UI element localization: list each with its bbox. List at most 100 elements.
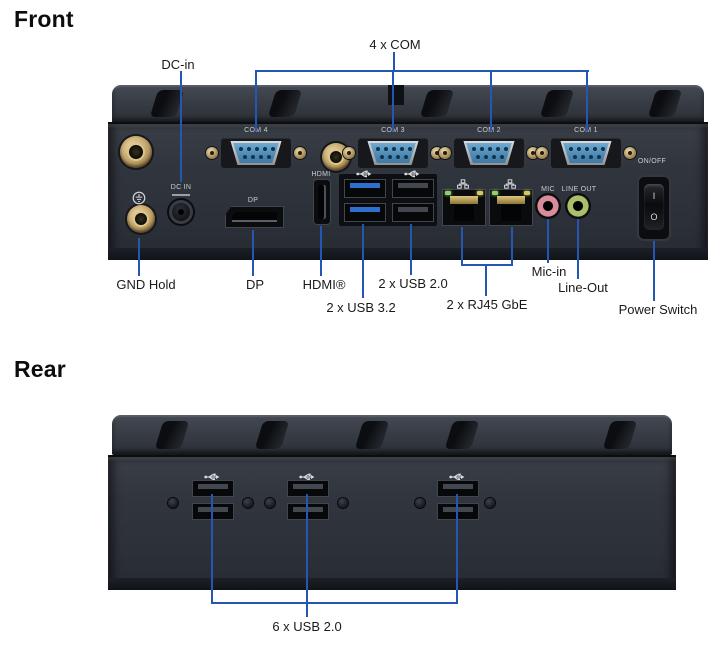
rear-chassis — [108, 415, 676, 590]
heatsink-slot — [254, 421, 290, 449]
com2-label: COM 2 — [477, 127, 501, 134]
callout-line-hdmi — [320, 226, 322, 276]
usb-tongue — [443, 484, 473, 489]
dc-in-jack — [169, 200, 193, 224]
hdmi-port — [313, 179, 331, 225]
usb-icon — [404, 165, 420, 183]
usb20-port-1 — [392, 179, 434, 198]
callout-line-power — [653, 241, 655, 301]
callout-label-gnd-hold: GND Hold — [116, 277, 176, 292]
callout-line-rear-usb-left — [211, 494, 213, 604]
com-screw — [294, 147, 306, 159]
callout-label-line-out: Line-Out — [558, 280, 608, 295]
rj45-pins — [497, 196, 525, 204]
usb32-port-1 — [344, 179, 386, 198]
panel-screw — [338, 498, 348, 508]
power-switch: I O — [637, 175, 671, 241]
rj45-cavity — [454, 205, 474, 221]
callout-line-rear-usb-right — [456, 494, 458, 604]
callout-label-dc-in: DC-in — [161, 57, 195, 72]
rj45-led — [445, 191, 451, 195]
onoff-label: ON/OFF — [637, 158, 667, 165]
dp-port-label: DP — [247, 197, 259, 204]
panel-screw — [265, 498, 275, 508]
com-screw — [624, 147, 636, 159]
callout-line-lineout — [577, 219, 579, 279]
heatsink-slot — [602, 421, 638, 449]
rj45-port-2 — [489, 189, 533, 226]
callout-label-dp: DP — [245, 277, 265, 292]
callout-label-usb32: 2 x USB 3.2 — [326, 300, 396, 315]
callout-line-com3 — [392, 70, 394, 131]
usb-icon — [449, 468, 465, 486]
usb-tongue — [198, 507, 228, 512]
panel-screw — [485, 498, 495, 508]
panel-screw — [415, 498, 425, 508]
callout-line-mic — [547, 219, 549, 263]
com1-label: COM 1 — [574, 127, 598, 134]
heatsink-slot — [154, 421, 190, 449]
com2-port — [439, 138, 539, 168]
heatsink-slot — [354, 421, 390, 449]
com1-port — [536, 138, 636, 168]
heatsink-slot — [149, 90, 185, 117]
rj45-cavity — [501, 205, 521, 221]
callout-label-usb20: 2 x USB 2.0 — [378, 276, 448, 291]
rear-heatsink-ridge — [112, 415, 672, 455]
com4-port — [206, 138, 306, 168]
heatsink-slot — [539, 90, 575, 117]
power-switch-rocker: I O — [644, 184, 664, 230]
heatsink-center-notch — [388, 85, 404, 105]
callout-line-rj45-right — [511, 227, 513, 266]
usb-tongue — [398, 207, 428, 212]
rear-usb-port-5 — [437, 480, 479, 497]
callout-line-rear-usb-center — [306, 494, 308, 617]
dc-jack-label: DC IN — [170, 184, 192, 191]
callout-line-com2 — [490, 70, 492, 131]
lineout-jack — [567, 195, 589, 217]
dp-port — [225, 206, 284, 228]
rj45-pins — [450, 196, 478, 204]
callout-label-4xcom: 4 x COM — [369, 37, 421, 52]
callout-line-com-bracket — [256, 70, 589, 72]
front-heatsink-ridge — [112, 85, 704, 123]
callout-label-power-switch: Power Switch — [618, 302, 698, 317]
rear-panel-face — [108, 455, 676, 590]
rear-title: Rear — [14, 356, 66, 382]
callout-label-6xusb20: 6 x USB 2.0 — [272, 619, 342, 634]
com-port-pins — [230, 143, 282, 163]
usb-tongue — [350, 207, 380, 212]
heatsink-slot — [647, 90, 683, 117]
switch-on-mark: I — [652, 191, 656, 201]
callout-line-gnd — [138, 238, 140, 276]
com-screw — [536, 147, 548, 159]
heatsink-slot — [267, 90, 303, 117]
lan-icon — [457, 176, 469, 194]
mic-jack — [537, 195, 559, 217]
antenna-mount-1 — [120, 136, 152, 168]
callout-line-com4 — [255, 70, 257, 131]
usb-tongue — [398, 183, 428, 188]
com-port-pins — [560, 143, 612, 163]
rj45-led — [477, 191, 483, 195]
callout-line-rear-usb-bracket — [211, 602, 458, 604]
callout-line-com1 — [586, 70, 588, 131]
callout-label-rj45: 2 x RJ45 GbE — [446, 297, 528, 312]
rear-usb-port-1 — [192, 480, 234, 497]
lineout-jack-label: LINE OUT — [561, 186, 597, 193]
rear-usb-port-3 — [287, 480, 329, 497]
com-screw — [439, 147, 451, 159]
com-screw — [206, 147, 218, 159]
com3-port — [343, 138, 443, 168]
rj45-led — [524, 191, 530, 195]
usb-tongue — [293, 507, 323, 512]
callout-label-mic-in: Mic-in — [531, 264, 567, 279]
gnd-connector — [127, 205, 155, 233]
panel-screw — [168, 498, 178, 508]
rear-bottom-lip — [108, 578, 676, 590]
callout-line-usb20 — [410, 224, 412, 275]
rj45-led — [492, 191, 498, 195]
ground-icon — [132, 191, 146, 210]
lan-icon — [504, 176, 516, 194]
